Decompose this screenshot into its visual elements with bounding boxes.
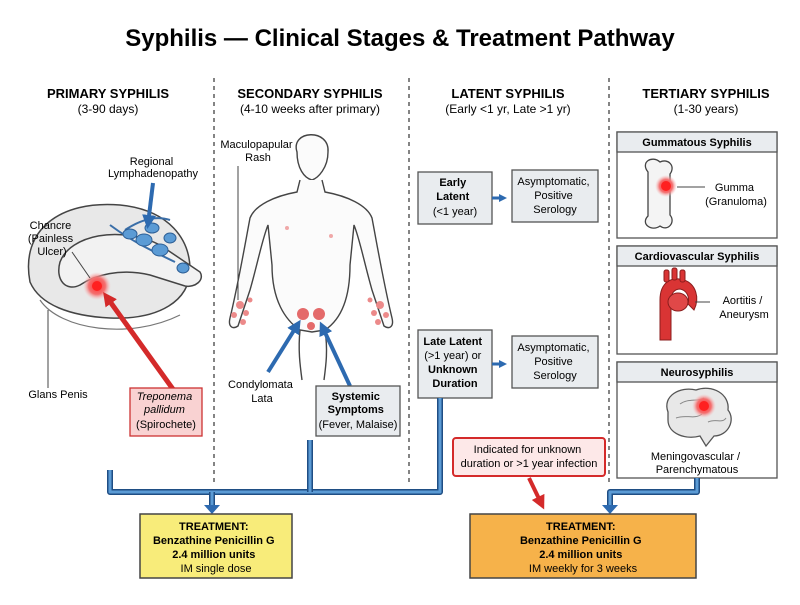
left-treatment-arrowhead bbox=[204, 505, 220, 514]
human-body-illustration bbox=[228, 134, 394, 381]
column-dividers bbox=[213, 78, 610, 482]
cardio-panel-header bbox=[616, 245, 778, 267]
treatment-single-box bbox=[139, 513, 293, 579]
indication-label: Indicated for unknown duration or >1 yea… bbox=[461, 444, 598, 470]
condylomata-arrow bbox=[266, 319, 301, 374]
left-treatment-flow bbox=[107, 398, 443, 505]
systemic-arrow bbox=[319, 321, 352, 387]
latent-subtitle: (Early <1 yr, Late >1 yr) bbox=[445, 102, 570, 116]
maculopapular-rash-label: Maculopapular Rash bbox=[220, 139, 295, 164]
brain-illustration bbox=[666, 387, 732, 448]
right-treatment-arrowhead bbox=[602, 505, 618, 514]
treponema-label: Treponema pallidum (Spirochete) bbox=[136, 391, 196, 431]
gumma-marker bbox=[661, 181, 671, 191]
treponema-box bbox=[129, 387, 203, 437]
aorta-illustration bbox=[659, 267, 698, 341]
gumma-label: Gumma (Granuloma) bbox=[705, 182, 767, 208]
spirochete-arrow bbox=[103, 291, 178, 394]
glans-penis-label: Glans Penis bbox=[28, 389, 88, 401]
treatment-single-label: TREATMENT: Benzathine Penicillin G 2.4 m… bbox=[153, 517, 279, 575]
condylomata-label: Condylomata Lata bbox=[228, 379, 296, 405]
late-latent-box bbox=[417, 329, 493, 399]
systemic-symptoms-label: Systemic Symptoms (Fever, Malaise) bbox=[319, 387, 398, 431]
chancre-pointer bbox=[71, 251, 91, 279]
early-latent-label: Early Latent (<1 year) bbox=[433, 173, 477, 218]
lymph-arrow bbox=[142, 182, 157, 229]
late-latent-label: Late Latent (>1 year) or Unknown Duratio… bbox=[423, 332, 486, 390]
aortitis-label: Aortitis / Aneurysm bbox=[719, 295, 769, 321]
early-latent-box bbox=[417, 171, 493, 225]
primary-subtitle: (3-90 days) bbox=[78, 102, 139, 116]
tertiary-header: TERTIARY SYPHILIS bbox=[642, 86, 769, 101]
systemic-symptoms-box bbox=[315, 385, 401, 437]
secondary-header: SECONDARY SYPHILIS bbox=[237, 86, 383, 101]
tertiary-subtitle: (1-30 years) bbox=[674, 102, 739, 116]
primary-header: PRIMARY SYPHILIS bbox=[47, 86, 169, 101]
rash-spots bbox=[231, 226, 389, 330]
early-result-label: Asymptomatic, Positive Serology bbox=[517, 176, 592, 216]
early-result-box bbox=[511, 169, 599, 223]
treatment-weekly-label: TREATMENT: Benzathine Penicillin G 2.4 m… bbox=[520, 517, 646, 575]
late-result-box bbox=[511, 335, 599, 389]
indication-box bbox=[452, 437, 606, 477]
neuro-label: Meningovascular / Parenchymatous bbox=[651, 451, 743, 476]
neuro-title: Neurosyphilis bbox=[661, 367, 734, 379]
gummatous-panel-header bbox=[616, 131, 778, 153]
late-result-label: Asymptomatic, Positive Serology bbox=[517, 342, 592, 382]
cardio-title: Cardiovascular Syphilis bbox=[635, 251, 760, 263]
neuro-panel-header bbox=[616, 361, 778, 383]
regional-lymphadenopathy-label: Regional Lymphadenopathy bbox=[108, 156, 199, 180]
latent-header: LATENT SYPHILIS bbox=[451, 86, 564, 101]
indication-arrow bbox=[527, 477, 545, 510]
gummatous-title: Gummatous Syphilis bbox=[642, 137, 751, 149]
secondary-subtitle: (4-10 weeks after primary) bbox=[240, 102, 380, 116]
treatment-weekly-box bbox=[469, 513, 697, 579]
chancre-label: Chancre (Painless Ulcer) bbox=[28, 220, 76, 258]
right-treatment-flow bbox=[607, 478, 700, 505]
page-title: Syphilis — Clinical Stages & Treatment P… bbox=[125, 25, 675, 52]
